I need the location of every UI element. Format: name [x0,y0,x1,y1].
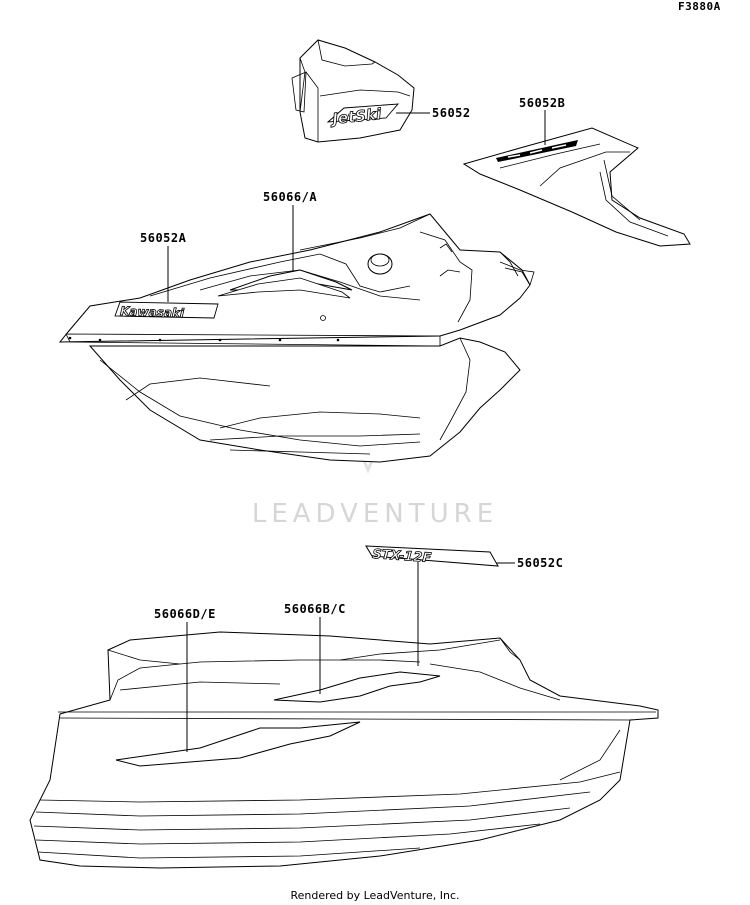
watermark-text: LEADVENTURE [252,499,498,529]
callout-56066BC[interactable]: 56066B/C [284,602,346,616]
callout-56052C[interactable]: 56052C [517,556,563,570]
callout-56052A[interactable]: 56052A [140,231,187,245]
callout-56052[interactable]: 56052 [432,106,471,120]
figure-id: F3880A [678,0,721,13]
lower-hull[interactable] [29,631,659,869]
decal-stx12f: STX-12F [372,547,432,566]
callout-56066DE[interactable]: 56066D/E [154,607,216,621]
part-56052B[interactable] [462,127,691,247]
callout-56066A[interactable]: 56066/A [263,190,317,204]
gunwale-rivets [68,336,340,342]
part-56052[interactable]: JetSki [291,39,415,143]
decal-kawasaki: Kawasaki [120,304,185,320]
watermark: LEADVENTURE [252,379,498,529]
upper-hull[interactable]: Kawasaki [58,213,535,463]
callout-56052B[interactable]: 56052B [519,96,565,110]
part-56052C[interactable]: STX-12F [365,545,499,567]
decal-jetski: JetSki [329,105,383,128]
footer-credit: Rendered by LeadVenture, Inc. [290,889,459,902]
